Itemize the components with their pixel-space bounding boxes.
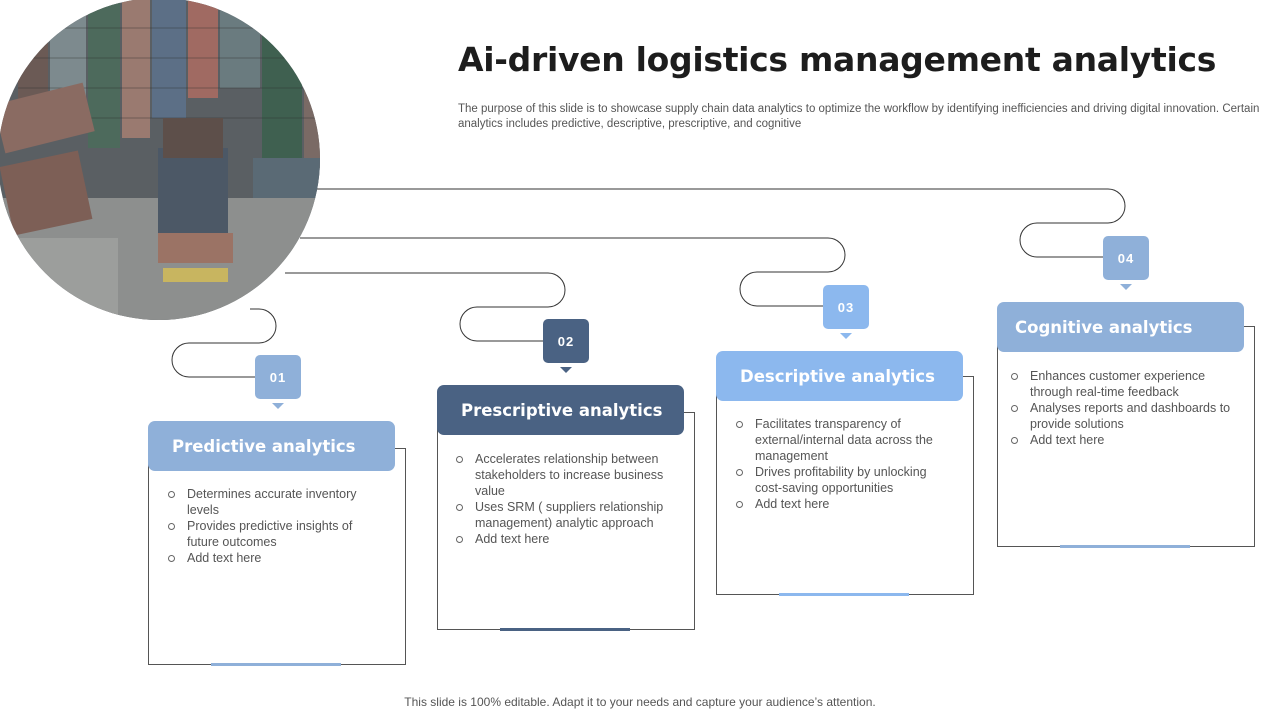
page-title: Ai-driven logistics management analytics [458,40,1217,79]
step-number: 04 [1117,250,1135,266]
card-descriptive-bullets: Facilitates transparency of external/int… [736,416,946,512]
card-descriptive-box [716,376,974,596]
card-descriptive-header: Descriptive analytics [716,351,963,401]
card-predictive-box [148,448,406,666]
connector-04 [300,188,1126,258]
connector-02 [285,272,566,342]
card-prescriptive-title: Prescriptive analytics [461,400,663,420]
card-predictive-title: Predictive analytics [172,436,356,456]
page-subtitle: The purpose of this slide is to showcase… [458,103,1260,130]
step-number: 01 [269,369,287,385]
list-item: Enhances customer experience through rea… [1011,368,1233,400]
footer-note: This slide is 100% editable. Adapt it to… [404,695,876,709]
connector-01 [171,308,277,378]
container-yard-photo [0,0,320,320]
card-accent-bar [1060,545,1190,548]
card-prescriptive-bullets: Accelerates relationship between stakeho… [456,451,678,547]
card-descriptive-title: Descriptive analytics [740,366,935,386]
step-badge-01: 01 [255,355,301,409]
card-prescriptive-header: Prescriptive analytics [437,385,684,435]
step-badge-04: 04 [1103,236,1149,290]
card-accent-bar [211,663,341,666]
list-item: Drives profitability by unlocking cost-s… [736,464,946,496]
step-badge-02: 02 [543,319,589,373]
card-accent-bar [779,593,909,596]
list-item: Provides predictive insights of future o… [168,518,378,550]
list-item: Accelerates relationship between stakeho… [456,451,678,499]
connector-03 [300,237,846,307]
list-item: Facilitates transparency of external/int… [736,416,946,464]
list-item: Analyses reports and dashboards to provi… [1011,400,1233,432]
step-badge-03: 03 [823,285,869,339]
card-cognitive-box [997,326,1255,548]
list-item: Add text here [456,531,678,547]
step-number: 02 [557,333,575,349]
list-item: Add text here [168,550,378,566]
step-number: 03 [837,299,855,315]
list-item: Uses SRM ( suppliers relationship manage… [456,499,678,531]
list-item: Add text here [736,496,946,512]
card-predictive-header: Predictive analytics [148,421,395,471]
card-predictive-bullets: Determines accurate inventory levels Pro… [168,486,378,566]
card-prescriptive-box [437,412,695,631]
card-accent-bar [500,628,630,631]
list-item: Determines accurate inventory levels [168,486,378,518]
card-cognitive-header: Cognitive analytics [997,302,1244,352]
card-cognitive-bullets: Enhances customer experience through rea… [1011,368,1233,448]
card-cognitive-title: Cognitive analytics [1015,317,1193,337]
list-item: Add text here [1011,432,1233,448]
